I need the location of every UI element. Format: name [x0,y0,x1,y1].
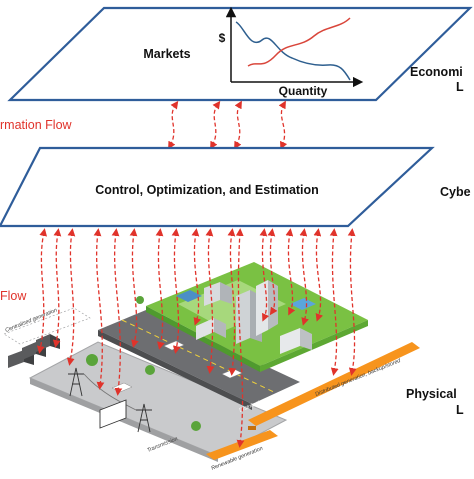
demand-curve [235,21,351,81]
dist-gen-zone [248,342,420,426]
market-chart-ylabel: $ [219,31,226,45]
cyber-plane-title: Control, Optimization, and Estimation [95,183,319,197]
economic-layer-label: Economi [410,65,463,79]
power-flow-label: Flow [0,289,27,303]
supply-curve [247,17,351,67]
information-flow-label: rmation Flow [0,118,73,132]
central-gen-label: Centralised generation [5,308,59,334]
physical-scene [3,262,420,462]
physical-layer-label: Physical [406,387,457,401]
cyber-layer-plane [0,146,435,228]
economic-layer-plane [7,6,473,102]
info-flow-arrows-upper [168,100,288,150]
transmission-towers [68,367,152,433]
markets-title: Markets [143,47,190,61]
market-chart-xlabel: Quantity [279,84,328,98]
economic-layer-label-2: L [456,80,464,94]
cyber-layer-label: Cybe [440,185,471,199]
info-flow-arrows-lower [36,228,357,448]
market-chart [225,6,364,88]
physical-layer-label-2: L [456,403,464,417]
